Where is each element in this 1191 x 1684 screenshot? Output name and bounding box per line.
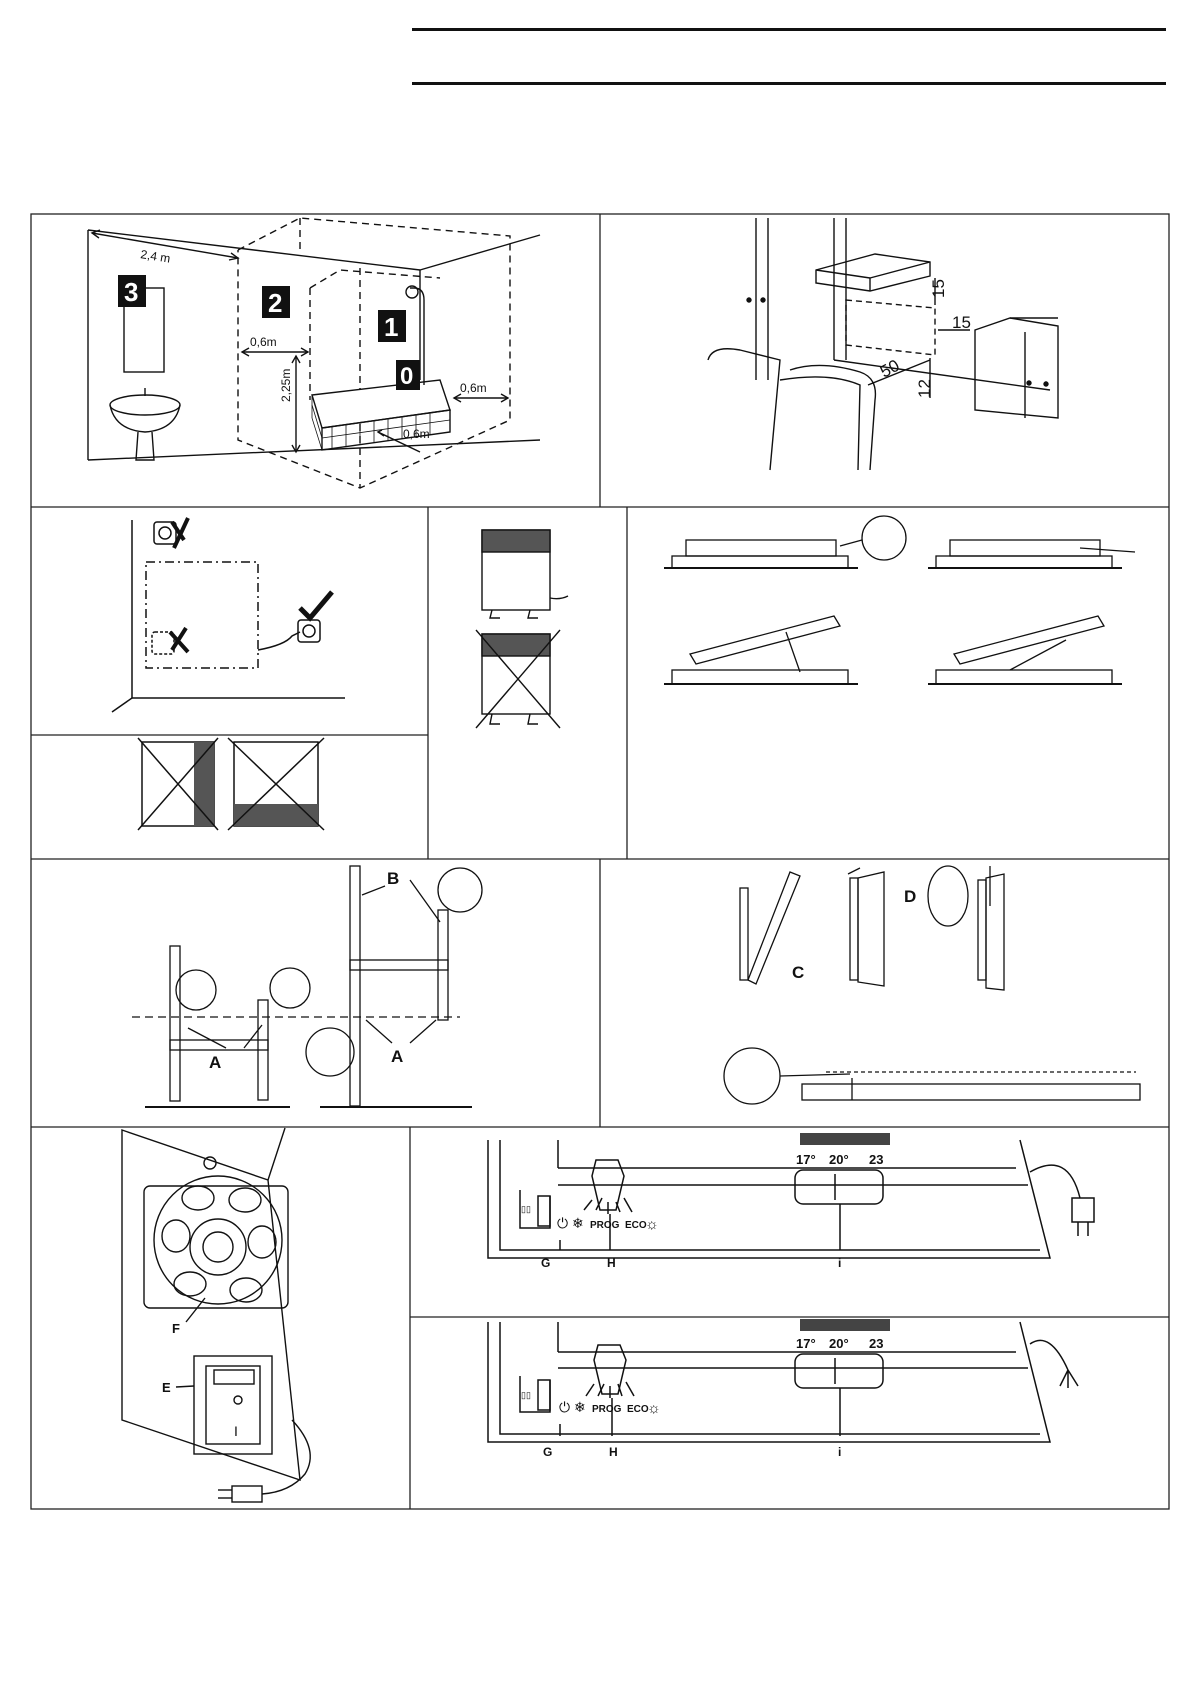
zone-3-number: 3 [124, 277, 138, 307]
thermostat-dial-1 [800, 1133, 890, 1145]
zone-1-badge [378, 310, 406, 342]
zone-1-number: 1 [384, 312, 398, 342]
mode-eco-1: ECO [625, 1220, 647, 1231]
bracket-step-4 [928, 615, 1122, 685]
label-b: B [387, 869, 399, 888]
thermostat-dial-2 [800, 1319, 890, 1331]
label-g-1: G [541, 1256, 550, 1270]
label-c: C [792, 963, 804, 982]
rear-panel-diagram [121, 1127, 311, 1503]
bracket-step-1 [664, 515, 907, 569]
temp-low-2: 17° [796, 1336, 816, 1351]
label-a-left: A [209, 1053, 221, 1072]
bathroom-zone-labels: 2,4 m 0,6m 2,25m 0,6m 0,6m 3 2 1 0 [118, 247, 487, 441]
label-d: D [904, 887, 916, 906]
clearance-labels: 15 15 50 12 [877, 279, 971, 398]
mode-prog-1: PROG [590, 1220, 620, 1231]
zone-2-number: 2 [268, 288, 282, 318]
bracket-step-3 [664, 615, 858, 685]
comfort-icon-2: ☼ [647, 1400, 661, 1417]
zone-0-number: 0 [400, 363, 413, 390]
header-rule-bottom [412, 82, 1166, 85]
label-h-2: H [609, 1445, 618, 1459]
temp-mid-1: 20° [829, 1152, 849, 1167]
label-e: E [162, 1380, 171, 1395]
wall-bracket-diagram [132, 865, 483, 1108]
clearance-side-label: 15 [952, 313, 971, 332]
zone-3-badge [118, 275, 146, 307]
clearance-bottom-label: 12 [915, 379, 934, 398]
hanging-diagram [723, 865, 1141, 1105]
clearance-diagram [707, 218, 1059, 471]
fuse-icon-1: ▯▯ [521, 1204, 531, 1214]
power-switch-icon [193, 1355, 273, 1455]
temp-high-1: 23 [869, 1152, 883, 1167]
temp-high-2: 23 [869, 1336, 883, 1351]
cable-reel-icon [153, 1175, 283, 1305]
clearance-top-label: 15 [929, 279, 948, 298]
mode-eco-2: ECO [627, 1404, 649, 1415]
upright-heater-diagram [475, 529, 569, 729]
rear-labels: F E I [162, 1321, 238, 1439]
fuse-icon-2: ▯▯ [521, 1390, 531, 1400]
dist-side-label: 0,6m [250, 335, 277, 349]
label-a-right: A [391, 1047, 403, 1066]
figure-grid [30, 213, 1170, 1510]
frost-icon-2: ❄ [574, 1399, 586, 1415]
control-panel-variant-1: 17° 20° 23 ⏻ ❄ PROG ECO ☼ ▯▯ G H i [487, 1133, 1095, 1270]
no-recess-diagram [137, 737, 325, 831]
zone-0-badge [396, 360, 420, 390]
comfort-icon-1: ☼ [645, 1216, 659, 1233]
standby-icon-1: ⏻ [557, 1215, 568, 1231]
plug-icon [218, 1485, 263, 1503]
mode-prog-2: PROG [592, 1404, 622, 1415]
switch-on-mark: I [234, 1423, 238, 1439]
wall-bracket-labels: A A B [209, 869, 403, 1072]
bathroom-zones-diagram [87, 217, 541, 489]
header-rule-top [412, 28, 1166, 31]
clearance-front-label: 50 [877, 356, 903, 382]
dist-wall-label: 2,4 m [140, 247, 172, 266]
control-panel-variant-2: 17° 20° 23 ⏻ ❄ PROG ECO ☼ ▯▯ G H i [487, 1319, 1079, 1459]
label-f: F [172, 1321, 180, 1336]
zone-2-badge [262, 286, 290, 318]
hanging-labels: C D [792, 887, 916, 982]
label-i-2: i [838, 1445, 841, 1459]
frost-icon-1: ❄ [572, 1215, 584, 1231]
label-i-1: i [838, 1256, 841, 1270]
temp-low-1: 17° [796, 1152, 816, 1167]
standby-icon-2: ⏻ [559, 1399, 570, 1415]
bracket-step-2 [928, 539, 1136, 569]
temp-mid-2: 20° [829, 1336, 849, 1351]
label-g-2: G [543, 1445, 552, 1459]
label-h-1: H [607, 1256, 616, 1270]
socket-position-diagram [111, 517, 345, 713]
dist-front-label: 0,6m [403, 427, 430, 441]
dist-end-label: 0,6m [460, 381, 487, 395]
remove-bracket-diagram [664, 515, 1136, 685]
dist-height-label: 2,25m [279, 369, 293, 402]
